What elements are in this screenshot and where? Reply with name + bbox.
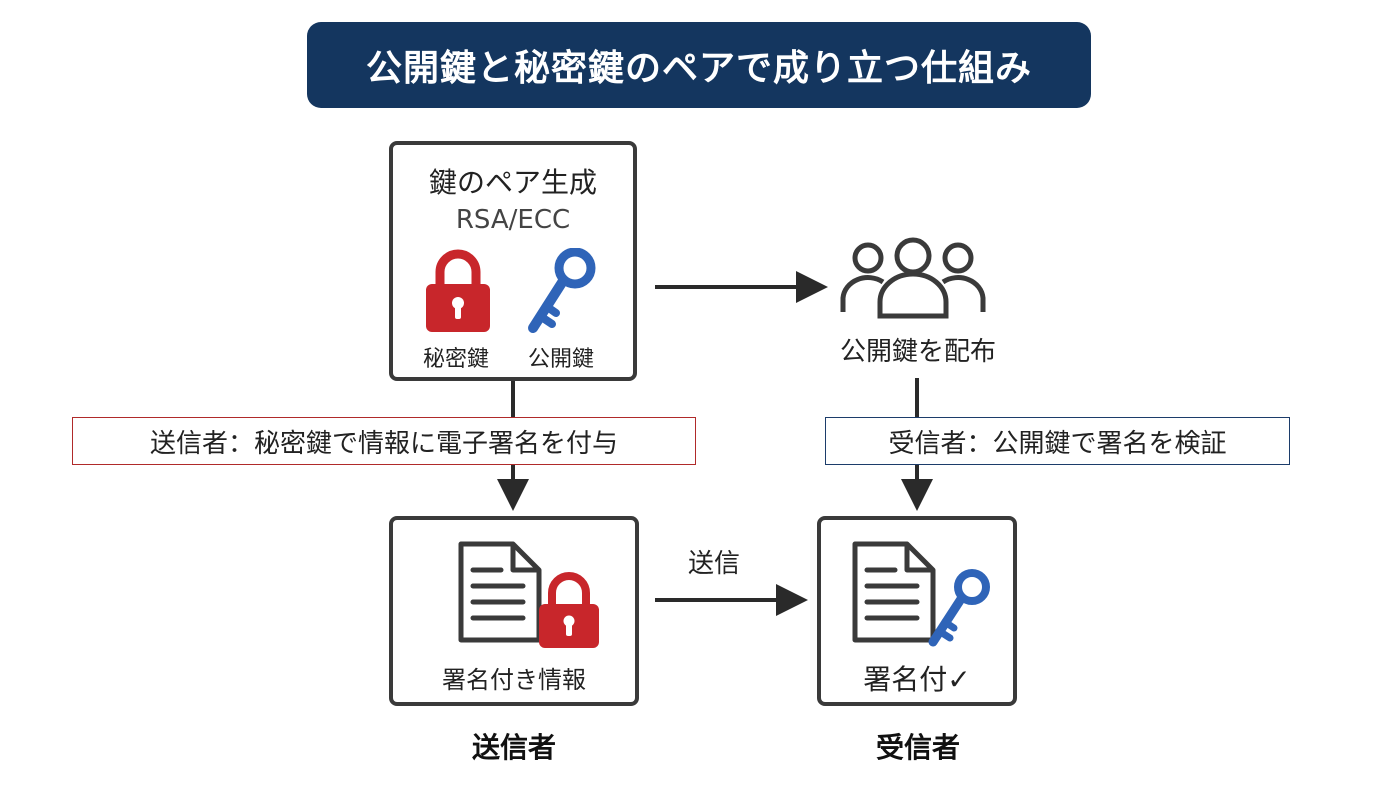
verified-label: 署名付✓	[863, 663, 971, 696]
padlock-icon	[539, 572, 599, 648]
receiver-role-label: 受信者	[875, 731, 960, 764]
sender-role-label: 送信者	[471, 731, 556, 764]
people-group-icon	[840, 237, 986, 319]
padlock-icon	[426, 249, 490, 332]
public-key-label: 公開鍵	[528, 347, 595, 372]
document-icon	[458, 541, 542, 643]
send-label: 送信	[688, 549, 741, 579]
verified-signature-box: 署名付✓	[817, 516, 1017, 706]
key-icon	[528, 248, 596, 333]
distribute-public-key-label: 公開鍵を配布	[839, 337, 996, 367]
keygen-title: 鍵のペア生成	[428, 166, 597, 199]
signed-info-box: 署名付き情報	[389, 516, 639, 706]
private-key-label: 秘密鍵	[423, 347, 490, 372]
key-icon	[928, 569, 990, 647]
receiver-action-box: 受信者：公開鍵で署名を検証	[825, 417, 1290, 465]
sender-action-box: 送信者：秘密鍵で情報に電子署名を付与	[72, 417, 696, 465]
page-title: 公開鍵と秘密鍵のペアで成り立つ仕組み	[307, 22, 1091, 108]
document-icon	[852, 541, 936, 643]
signed-info-label: 署名付き情報	[442, 666, 586, 694]
keypair-generation-box: 鍵のペア生成 RSA/ECC 秘密鍵 公開鍵	[389, 141, 637, 381]
keygen-algorithms: RSA/ECC	[455, 205, 571, 235]
